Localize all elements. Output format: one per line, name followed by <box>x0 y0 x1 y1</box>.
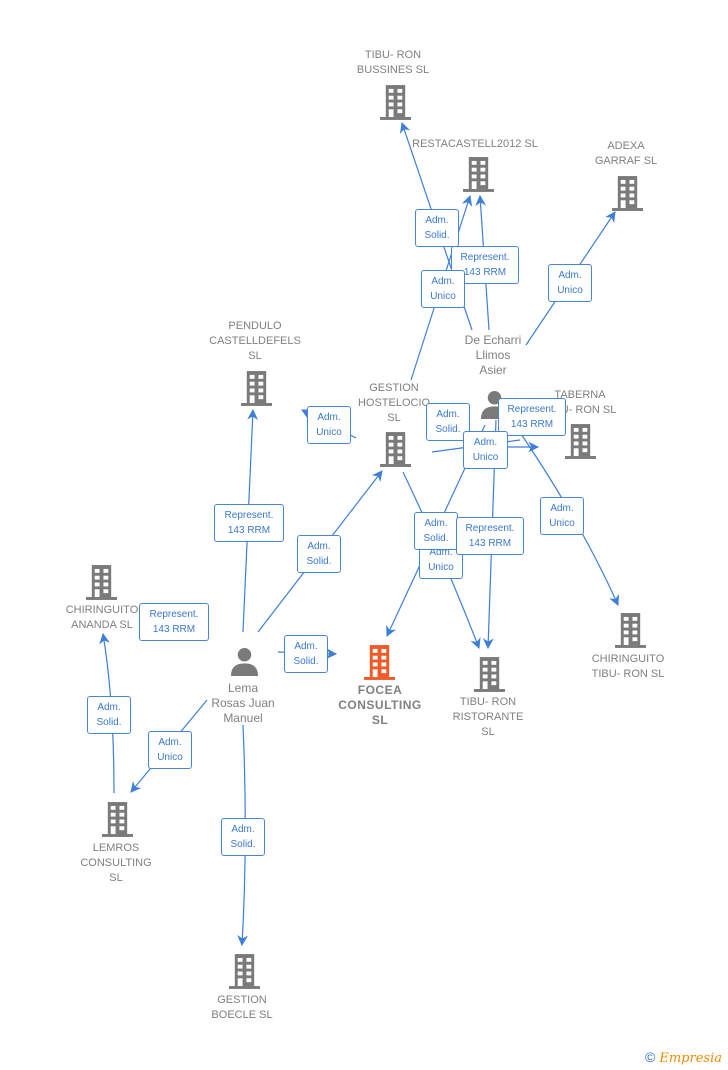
building-icon[interactable] <box>86 565 117 600</box>
building-icon[interactable] <box>615 613 646 648</box>
copyright-icon: © <box>645 1049 656 1065</box>
copyright-footer: ©Empresia <box>645 1049 722 1066</box>
company-name: GESTION BOECLE SL <box>211 994 273 1021</box>
person-node-lema-rosas[interactable]: Lema Rosas Juan Manuel <box>193 681 293 726</box>
company-node-adexa-garraf[interactable]: ADEXA GARRAF SL <box>576 139 676 169</box>
building-icon[interactable] <box>364 645 395 680</box>
building-icon[interactable] <box>380 85 411 120</box>
relation-label[interactable]: Adm. Solid. <box>87 696 131 734</box>
company-node-pendulo[interactable]: PENDULO CASTELLDEFELS SL <box>195 319 315 364</box>
building-icon[interactable] <box>474 657 505 692</box>
company-name: CHIRINGUITO TIBU- RON SL <box>591 653 665 680</box>
relation-label[interactable]: Adm. Unico <box>421 270 465 308</box>
company-name: GESTION HOSTELOCIO SL <box>357 382 431 424</box>
company-name: PENDULO CASTELLDEFELS SL <box>209 320 301 362</box>
relation-label[interactable]: Adm. Unico <box>548 264 592 302</box>
relation-label[interactable]: Adm. Unico <box>148 731 192 769</box>
company-node-chiringuito-ananda[interactable]: CHIRINGUITO ANANDA SL <box>52 603 152 633</box>
company-name: FOCEA CONSULTING SL <box>338 683 422 727</box>
building-icon[interactable] <box>229 954 260 989</box>
empresia-logo[interactable]: Empresia <box>659 1051 722 1066</box>
person-name: De Echarri Llimos Asier <box>464 333 522 377</box>
company-node-tibu-ron-bussines[interactable]: TIBU- RON BUSSINES SL <box>343 48 443 78</box>
relation-label[interactable]: Adm. Solid. <box>426 403 470 441</box>
company-node-focea-consulting[interactable]: FOCEA CONSULTING SL <box>325 683 435 728</box>
building-icon[interactable] <box>241 371 272 406</box>
relation-label[interactable]: Adm. Solid. <box>415 209 459 247</box>
relation-label[interactable]: Adm. Unico <box>307 406 351 444</box>
relation-label[interactable]: Represent. 143 RRM <box>214 504 284 542</box>
building-icon[interactable] <box>102 802 133 837</box>
relation-label[interactable]: Adm. Solid. <box>414 512 458 550</box>
relation-label[interactable]: Adm. Unico <box>540 497 584 535</box>
company-node-restacastell2012[interactable]: RESTACASTELL2012 SL <box>400 137 550 152</box>
relation-label[interactable]: Represent. 143 RRM <box>456 517 524 555</box>
building-icon[interactable] <box>565 424 596 459</box>
company-node-gestion-boecle[interactable]: GESTION BOECLE SL <box>192 993 292 1023</box>
person-icon[interactable] <box>231 647 258 676</box>
relation-label[interactable]: Represent. 143 RRM <box>498 398 566 436</box>
company-node-lemros-consulting[interactable]: LEMROS CONSULTING SL <box>66 841 166 886</box>
company-node-gestion-hostelocio[interactable]: GESTION HOSTELOCIO SL <box>344 381 444 426</box>
relation-label[interactable]: Adm. Solid. <box>284 635 328 673</box>
company-node-chiringuito-tibu-ron[interactable]: CHIRINGUITO TIBU- RON SL <box>578 652 678 682</box>
company-name: CHIRINGUITO ANANDA SL <box>65 604 139 631</box>
company-name: TIBU- RON RISTORANTE SL <box>452 696 524 738</box>
relation-label[interactable]: Represent. 143 RRM <box>139 603 209 641</box>
company-name: RESTACASTELL2012 SL <box>412 138 538 150</box>
person-name: Lema Rosas Juan Manuel <box>211 681 275 725</box>
company-name: LEMROS CONSULTING SL <box>80 842 152 884</box>
building-icon[interactable] <box>463 157 494 192</box>
relation-label[interactable]: Adm. Solid. <box>297 535 341 573</box>
building-icon[interactable] <box>380 432 411 467</box>
relation-label[interactable]: Adm. Solid. <box>221 818 265 856</box>
company-name: TIBU- RON BUSSINES SL <box>356 49 430 76</box>
company-name: ADEXA GARRAF SL <box>594 140 658 167</box>
relation-label[interactable]: Adm. Unico <box>463 431 508 469</box>
person-node-de-echarri[interactable]: De Echarri Llimos Asier <box>443 333 543 378</box>
building-icon[interactable] <box>612 176 643 211</box>
company-node-tibu-ron-ristorante[interactable]: TIBU- RON RISTORANTE SL <box>438 695 538 740</box>
